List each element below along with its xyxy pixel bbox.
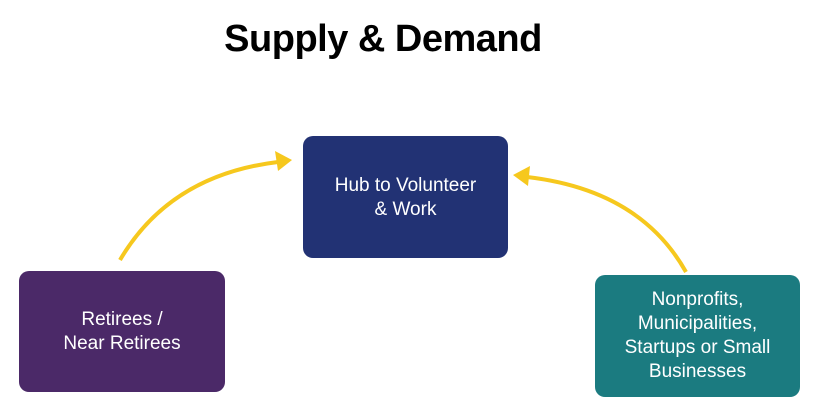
organizations-label-line: Municipalities,	[637, 313, 758, 334]
retirees-node: Retirees / Near Retirees	[19, 271, 225, 392]
organizations-label-line: Businesses	[648, 361, 747, 382]
arrow-organizations-to-hub	[526, 175, 688, 273]
hub-label-line: Hub to Volunteer	[334, 175, 477, 196]
arrowhead-right	[513, 166, 530, 186]
retirees-label-line: Near Retirees	[63, 332, 181, 354]
organizations-label-line: Nonprofits,	[651, 289, 744, 310]
retirees-label-line: Retirees /	[81, 308, 163, 330]
organizations-label-line: Startups or Small	[624, 337, 771, 358]
arrow-retirees-to-hub	[118, 160, 279, 262]
arrowhead-left	[275, 151, 292, 171]
organizations-node: Nonprofits, Municipalities, Startups or …	[595, 275, 800, 397]
hub-label-line: & Work	[374, 199, 437, 220]
hub-node: Hub to Volunteer & Work	[303, 136, 508, 258]
diagram-title: Supply & Demand	[224, 18, 542, 60]
